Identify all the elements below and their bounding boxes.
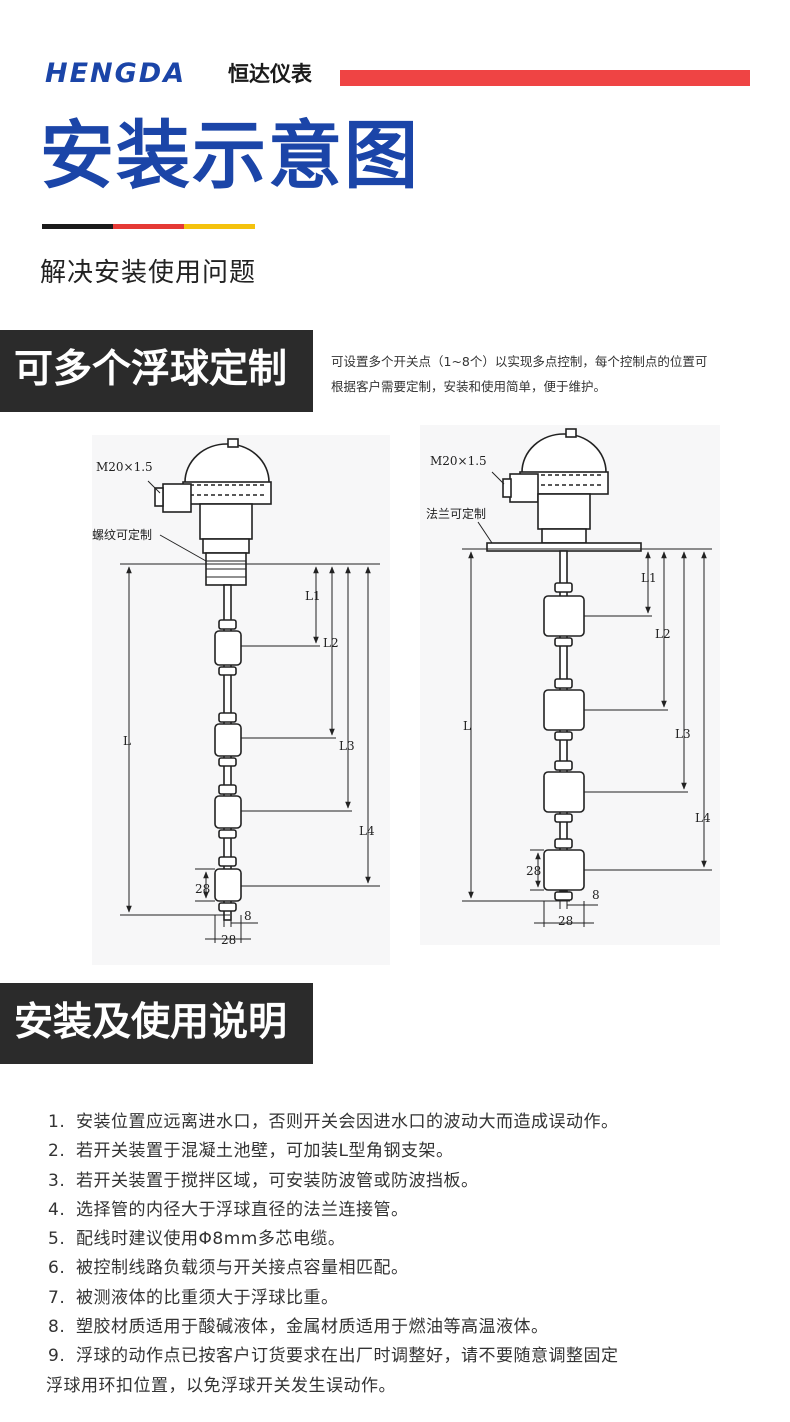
instruction-item: 7.被测液体的比重须大于浮球比重。	[48, 1287, 339, 1308]
page-subtitle: 解决安装使用问题	[40, 258, 257, 288]
installation-diagram: M20×1.5 螺纹可定制 L L1 L2 L3 L4 28 8 28	[92, 425, 720, 965]
right-dim-rod-d: 8	[592, 888, 600, 902]
instruction-item: 9.浮球的动作点已按客户订货要求在出厂时调整好，请不要随意调整固定	[48, 1346, 619, 1367]
right-dimensions	[462, 471, 712, 927]
left-labels: M20×1.5 螺纹可定制 L L1 L2 L3 L4 28 8 28	[92, 460, 375, 947]
brand-name: 恒达仪表	[228, 62, 312, 86]
left-dim-l4: L4	[359, 824, 375, 838]
instruction-list: 1.安装位置应远离进水口，否则开关会因进水口的波动大而造成误动作。 2.若开关装…	[46, 1108, 768, 1401]
right-dim-l2: L2	[655, 627, 671, 641]
instruction-item: 6.被控制线路负载须与开关接点容量相匹配。	[48, 1258, 409, 1279]
left-float-switch	[154, 438, 272, 921]
brand-logo: HENGDA	[45, 58, 187, 89]
desc-line-1: 可设置多个开关点（1~8个）以实现多点控制，每个控制点的位置可	[331, 354, 708, 369]
section-description: 可设置多个开关点（1~8个）以实现多点控制，每个控制点的位置可 根据客户需要定制…	[331, 349, 761, 399]
left-dim-l: L	[123, 734, 131, 748]
section-heading-custom-floats: 可多个浮球定制	[0, 330, 313, 412]
accent-bar	[340, 70, 750, 86]
instruction-item: 8.塑胶材质适用于酸碱液体，金属材质适用于燃油等高温液体。	[48, 1317, 549, 1338]
right-dim-l: L	[463, 719, 471, 733]
right-note: 法兰可定制	[426, 506, 486, 521]
page-title: 安装示意图	[40, 113, 420, 199]
instruction-item: 5.配线时建议使用Φ8mm多芯电缆。	[48, 1229, 346, 1250]
left-thread-spec: M20×1.5	[96, 460, 153, 474]
right-dim-l1: L1	[641, 571, 657, 585]
instruction-item: 2.若开关装置于混凝土池壁，可加装L型角钢支架。	[48, 1141, 454, 1162]
desc-line-2: 根据客户需要定制，安装和使用简单，便于维护。	[331, 379, 607, 394]
tricolor-divider	[42, 224, 255, 229]
right-dim-l3: L3	[675, 727, 691, 741]
instruction-item: 4.选择管的内径大于浮球直径的法兰连接管。	[48, 1199, 409, 1220]
left-dim-ball-h: 28	[195, 882, 210, 896]
left-dim-rod-d: 8	[244, 909, 252, 923]
instruction-item: 1.安装位置应远离进水口，否则开关会因进水口的波动大而造成误动作。	[48, 1112, 619, 1132]
instruction-item-continued: 浮球用环扣位置，以免浮球开关发生误动作。	[46, 1375, 396, 1396]
left-dim-ball-d: 28	[221, 933, 236, 947]
right-dim-l4: L4	[695, 811, 711, 825]
section-heading-instructions: 安装及使用说明	[0, 983, 313, 1064]
left-note: 螺纹可定制	[92, 527, 152, 542]
right-thread-spec: M20×1.5	[430, 454, 487, 468]
left-dimensions	[120, 480, 380, 943]
right-float-switch	[486, 428, 642, 901]
left-dim-l1: L1	[305, 589, 321, 603]
instruction-item: 3.若开关装置于搅拌区域，可安装防波管或防波挡板。	[48, 1170, 479, 1191]
left-dim-l2: L2	[323, 636, 339, 650]
left-dim-l3: L3	[339, 739, 355, 753]
brand-row: HENGDA 恒达仪表	[45, 58, 755, 90]
right-labels: M20×1.5 法兰可定制 L L1 L2 L3 L4 28 8 28	[426, 454, 711, 928]
right-dim-ball-d: 28	[558, 914, 573, 928]
right-dim-ball-h: 28	[526, 864, 541, 878]
